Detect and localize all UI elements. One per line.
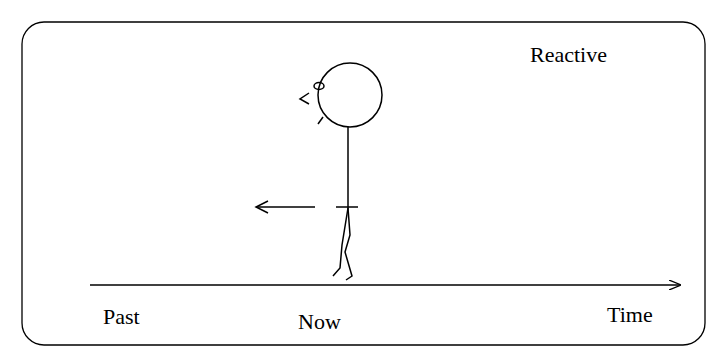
axis-label: Time <box>607 302 653 328</box>
frame <box>22 22 705 345</box>
panel-title: Reactive <box>530 42 607 68</box>
axis-label: Past <box>103 304 140 330</box>
time-axis <box>90 284 680 286</box>
axis-label: Now <box>298 309 341 335</box>
stick-figure <box>300 63 382 280</box>
look-back-arrow <box>256 201 315 213</box>
